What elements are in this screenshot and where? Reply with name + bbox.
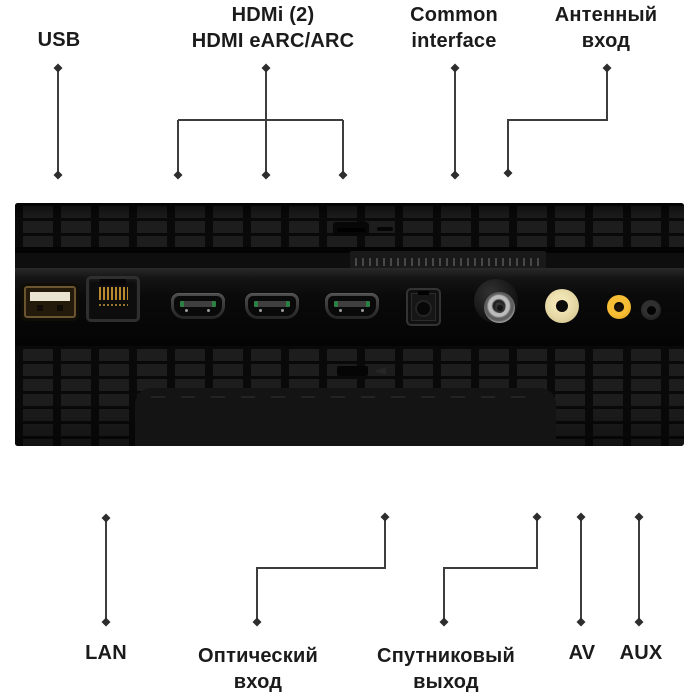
label-av-text: AV <box>568 642 596 664</box>
panel-lower-recess <box>135 388 556 446</box>
ci-slot <box>333 222 369 236</box>
label-aux: AUX <box>620 640 663 666</box>
hdmi-tongue <box>254 301 290 307</box>
label-lan-text: LAN <box>85 642 127 664</box>
panel-texture-bottom <box>15 346 684 446</box>
av-rca-port <box>607 295 631 319</box>
label-antenna-input: Антенный вход <box>555 2 658 54</box>
label-satellite-line1: Спутниковый <box>377 645 515 667</box>
hdmi-cavity <box>328 296 376 316</box>
ci-slot-mark <box>377 227 393 231</box>
label-antenna-line1: Антенный <box>554 4 658 26</box>
hdmi-port-3 <box>325 293 379 319</box>
ethernet-contacts <box>99 304 128 306</box>
label-common-interface: Common interface <box>410 2 498 54</box>
usb-connector-tab <box>30 292 70 301</box>
label-hdmi-line1: HDMi (2) <box>231 4 315 26</box>
label-aux-text: AUX <box>619 642 663 664</box>
usb-contacts <box>37 305 43 311</box>
label-usb-text: USB <box>37 29 81 51</box>
label-av: AV <box>569 640 596 666</box>
label-usb: USB <box>38 27 81 53</box>
usb-port <box>24 286 76 318</box>
arrow-left-mark <box>374 367 386 375</box>
port-row <box>15 268 684 346</box>
hdmi-cavity <box>248 296 296 316</box>
panel-groove <box>15 247 684 253</box>
label-lan: LAN <box>85 640 127 666</box>
aux-jack-port <box>641 300 661 320</box>
optical-tab <box>418 291 429 295</box>
label-common-line2: interface <box>411 30 497 52</box>
hdmi-port-2 <box>245 293 299 319</box>
ethernet-port <box>86 276 140 322</box>
callout-line-hdmi <box>177 68 344 175</box>
label-optical-input: Оптический вход <box>198 643 318 695</box>
label-optical-line1: Оптический <box>198 645 318 667</box>
label-satellite-output: Спутниковый выход <box>377 643 515 695</box>
lower-slot <box>337 366 368 376</box>
ethernet-clip-notch <box>100 279 126 285</box>
label-satellite-line2: выход <box>413 671 479 693</box>
antenna-coax-port <box>474 279 518 323</box>
hdmi-tongue <box>334 301 370 307</box>
label-optical-line2: вход <box>233 671 283 693</box>
label-hdmi: HDMi (2) HDMI eARC/ARC <box>192 2 355 54</box>
ethernet-pins <box>99 287 128 300</box>
callout-line-satellite <box>443 517 538 622</box>
antenna-coax-face <box>484 292 515 323</box>
label-common-line1: Common <box>410 4 498 26</box>
hdmi-tongue <box>180 301 216 307</box>
tv-back-panel <box>15 203 684 446</box>
callout-line-antenna <box>507 68 608 173</box>
callout-line-optical <box>256 517 386 622</box>
label-hdmi-line2: HDMI eARC/ARC <box>191 30 355 52</box>
satellite-port <box>545 289 579 323</box>
vent-ticks <box>355 258 541 266</box>
optical-audio-port <box>406 288 441 326</box>
hdmi-cavity <box>174 296 222 316</box>
hdmi-port-1 <box>171 293 225 319</box>
label-antenna-line2: вход <box>581 30 631 52</box>
